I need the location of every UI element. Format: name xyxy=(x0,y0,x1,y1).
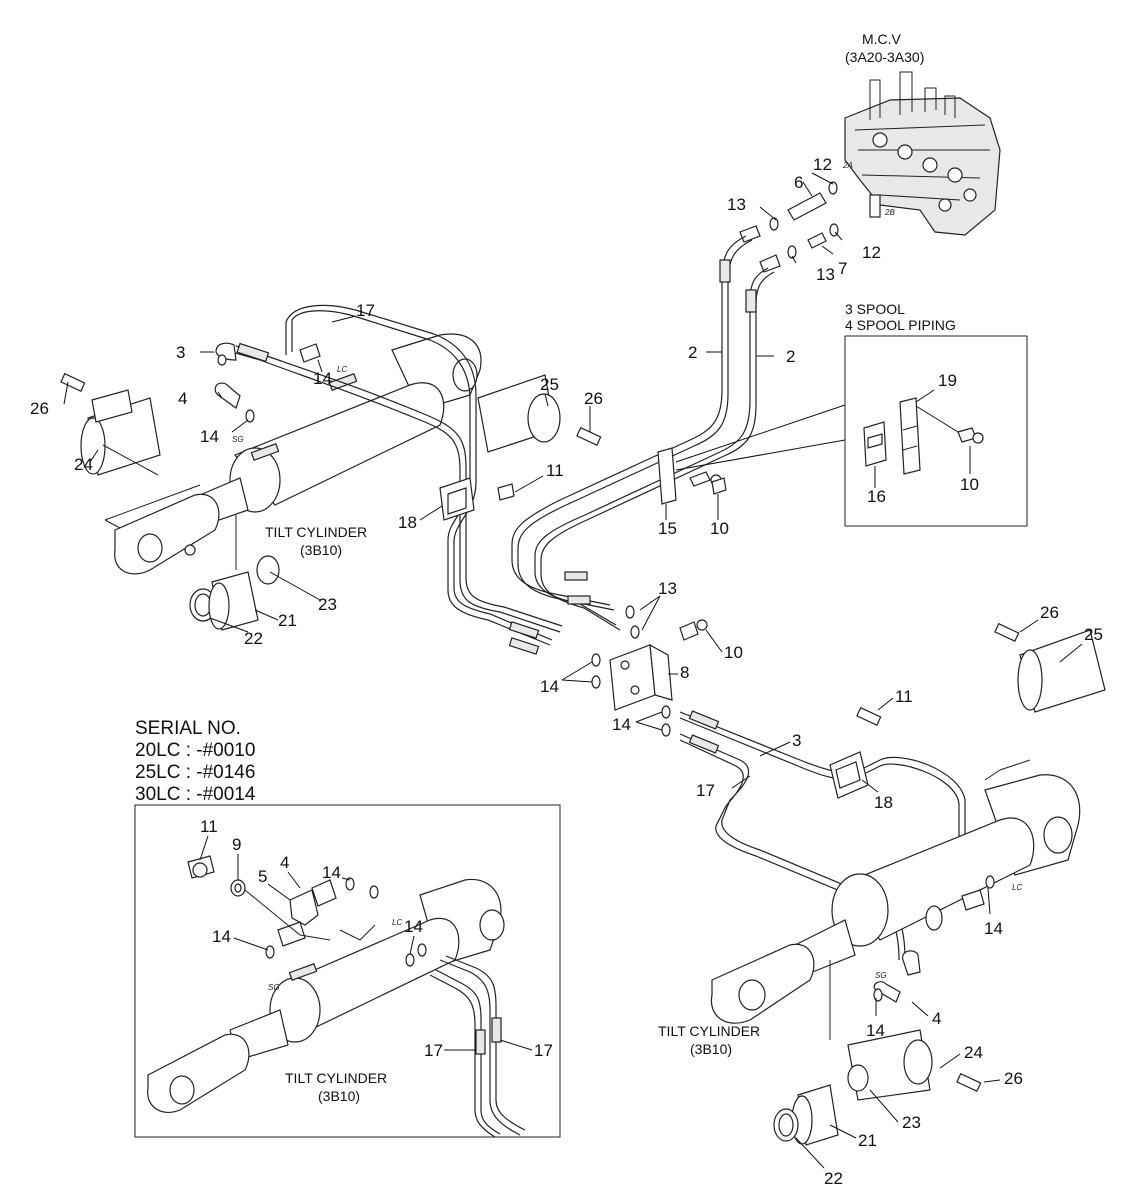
mcv-title: M.C.V xyxy=(862,31,902,47)
callout-9: 9 xyxy=(232,835,241,854)
callout-10-center: 10 xyxy=(724,643,743,662)
tilt-right-code: (3B10) xyxy=(690,1041,732,1057)
port-2a-label: 2A xyxy=(842,161,853,170)
callout-8: 8 xyxy=(680,663,689,682)
tilt-right-name: TILT CYLINDER xyxy=(658,1023,760,1039)
left-pipes xyxy=(231,304,563,655)
callout-11-inset: 11 xyxy=(200,817,218,836)
sg-mark-inset: SG xyxy=(268,983,280,992)
callout-22-left: 22 xyxy=(244,629,263,648)
spool-piping-detail-box: 3 SPOOL 4 SPOOL PIPING xyxy=(675,301,1028,527)
valve-fittings xyxy=(739,181,839,273)
serial-heading: SERIAL NO. xyxy=(135,718,241,739)
callout-17-inset-left: 17 xyxy=(424,1041,443,1060)
callout-26-right-low: 26 xyxy=(1004,1069,1023,1088)
callout-12-top: 12 xyxy=(813,155,832,174)
left-bushings xyxy=(189,555,280,631)
distributor-block-8 xyxy=(591,605,708,737)
spool-box-line2: 4 SPOOL PIPING xyxy=(845,317,956,333)
right-cylinder-pins xyxy=(773,622,1106,1146)
callout-4-inset: 4 xyxy=(280,853,289,872)
pipe-set-2 xyxy=(511,235,775,631)
callout-13-center: 13 xyxy=(658,579,677,598)
clamp-18-right xyxy=(829,751,869,799)
callout-10-clamp: 10 xyxy=(710,519,729,538)
clamp-15 xyxy=(657,447,727,505)
callout-13-mid: 13 xyxy=(816,265,835,284)
lc-mark-left: LC xyxy=(337,365,347,374)
callout-7: 7 xyxy=(838,259,847,278)
left-fittings xyxy=(214,342,255,423)
callout-14-right-top: 14 xyxy=(984,919,1003,938)
serial-line-1: 20LC : -#0010 xyxy=(135,740,255,761)
tilt-left-code: (3B10) xyxy=(300,542,342,558)
lc-mark-inset: LC xyxy=(392,918,402,927)
clamp-18-left xyxy=(439,477,515,521)
callout-14-left-top: 14 xyxy=(313,369,332,388)
callout-21-right: 21 xyxy=(858,1131,877,1150)
callout-3-right: 3 xyxy=(792,731,801,750)
callout-14-inset-right: 14 xyxy=(404,917,423,936)
callout-14-center-lower: 14 xyxy=(612,715,631,734)
callout-4-right: 4 xyxy=(932,1009,941,1028)
callout-6: 6 xyxy=(794,173,803,192)
callout-14-center-upper: 14 xyxy=(540,677,559,696)
serial-line-3: 30LC : -#0014 xyxy=(135,784,256,805)
callout-22-right: 22 xyxy=(824,1169,843,1188)
main-control-valve: M.C.V (3A20-3A30) 2A 2B xyxy=(842,31,1001,236)
tilt-inset-code: (3B10) xyxy=(318,1088,360,1104)
right-tilt-cylinder: LC SG xyxy=(710,759,1081,1040)
tilt-left-name: TILT CYLINDER xyxy=(265,524,367,540)
callout-17-inset-right: 17 xyxy=(534,1041,553,1060)
callout-23-right: 23 xyxy=(902,1113,921,1132)
tilt-inset-name: TILT CYLINDER xyxy=(285,1070,387,1086)
callout-12-mid: 12 xyxy=(862,243,881,262)
left-tilt-cylinder: LC SG xyxy=(104,333,482,575)
callout-3-left: 3 xyxy=(176,343,185,362)
callout-11-left: 11 xyxy=(546,461,564,480)
callout-18-right: 18 xyxy=(874,793,893,812)
callout-13-top: 13 xyxy=(727,195,746,214)
sg-mark-right: SG xyxy=(875,971,887,980)
callout-16: 16 xyxy=(867,487,886,506)
sg-mark-left: SG xyxy=(232,435,244,444)
callout-15: 15 xyxy=(658,519,677,538)
callout-4-left: 4 xyxy=(178,389,187,408)
callout-14-right-low: 14 xyxy=(866,1021,885,1040)
callout-18-left: 18 xyxy=(398,513,417,532)
callout-24-right: 24 xyxy=(964,1043,983,1062)
mcv-code: (3A20-3A30) xyxy=(845,49,924,65)
callout-11-right: 11 xyxy=(895,687,913,706)
left-cylinder-pins xyxy=(60,372,602,476)
callouts: 12 6 13 12 7 13 2 2 19 16 10 17 3 14 4 1… xyxy=(30,155,1103,1188)
callout-17-left: 17 xyxy=(356,301,375,320)
callout-19: 19 xyxy=(938,371,957,390)
callout-26-mid: 26 xyxy=(584,389,603,408)
callout-26-left: 26 xyxy=(30,399,49,418)
spool-box-line1: 3 SPOOL xyxy=(845,301,905,317)
callout-14-inset-top: 14 xyxy=(322,863,341,882)
callout-10-box: 10 xyxy=(960,475,979,494)
port-2b-label: 2B xyxy=(884,208,895,217)
callout-25-left: 25 xyxy=(540,375,559,394)
callout-14-left: 14 xyxy=(200,427,219,446)
callout-2-right: 2 xyxy=(786,347,795,366)
callout-26-right: 26 xyxy=(1040,603,1059,622)
serial-line-2: 25LC : -#0146 xyxy=(135,762,255,783)
serial-inset-box: LC SG xyxy=(134,804,561,1138)
callout-14-inset-left: 14 xyxy=(212,927,231,946)
callout-23-left: 23 xyxy=(318,595,337,614)
callout-21-left: 21 xyxy=(278,611,297,630)
lc-mark-right: LC xyxy=(1012,883,1022,892)
callout-2-left: 2 xyxy=(688,343,697,362)
callout-24-left: 24 xyxy=(74,455,93,474)
callout-25-right: 25 xyxy=(1084,625,1103,644)
callout-17-right: 17 xyxy=(696,781,715,800)
callout-5: 5 xyxy=(258,867,267,886)
right-pipes xyxy=(679,710,966,961)
